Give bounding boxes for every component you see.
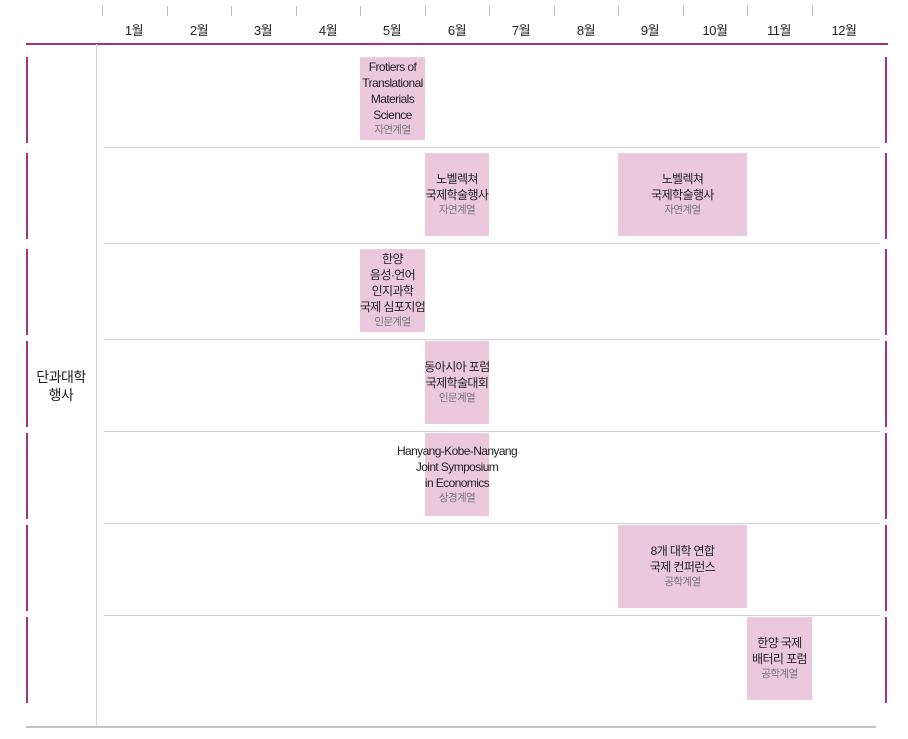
row-edge-left <box>26 341 28 427</box>
row-divider <box>104 147 880 148</box>
month-tick <box>360 6 361 16</box>
month-tick <box>489 6 490 16</box>
row-edge-right <box>885 617 887 703</box>
event-department: 자연계열 <box>664 204 701 216</box>
month-tick <box>554 6 555 16</box>
month-label: 4월 <box>318 23 338 38</box>
event-title: 8개 대학 연합 국제 컨퍼런스 <box>649 544 716 574</box>
category-divider <box>96 44 97 728</box>
event-bar <box>618 525 747 608</box>
row-divider <box>104 431 880 432</box>
event-bar <box>425 153 489 236</box>
row-edge-right <box>885 341 887 427</box>
event-label: Hanyang-Kobe-Nanyang Joint Symposium in … <box>396 443 518 506</box>
row-edge-left <box>26 249 28 335</box>
month-label: 1월 <box>124 23 144 38</box>
row-divider <box>104 523 880 524</box>
event-department: 공학계열 <box>664 576 701 588</box>
month-label: 9월 <box>640 23 660 38</box>
event-department: 자연계열 <box>374 124 411 136</box>
event-title: 노벨렉쳐 국제학술행사 <box>651 172 714 202</box>
month-tick <box>812 6 813 16</box>
month-tick <box>618 6 619 16</box>
row-edge-right <box>885 153 887 239</box>
month-label: 5월 <box>382 23 402 38</box>
header-rule <box>26 43 888 45</box>
row-divider <box>104 243 880 244</box>
event-bar <box>425 341 489 424</box>
month-label: 12월 <box>831 23 857 38</box>
category-label: 단과대학 행사 <box>36 369 86 403</box>
row-divider <box>104 339 880 340</box>
row-edge-left <box>26 153 28 239</box>
row-edge-right <box>885 57 887 143</box>
row-edge-right <box>885 433 887 519</box>
month-tick <box>296 6 297 16</box>
event-title: Frotiers of Translational Materials Scie… <box>362 60 423 122</box>
month-tick <box>231 6 232 16</box>
event-bar <box>360 249 425 332</box>
row-edge-right <box>885 249 887 335</box>
month-label: 3월 <box>253 23 273 38</box>
row-edge-left <box>26 617 28 703</box>
event-department: 인문계열 <box>374 316 411 328</box>
event-bar <box>360 57 425 140</box>
footer-rule <box>26 726 876 728</box>
row-edge-left <box>26 57 28 143</box>
event-title: 동아시아 포럼 국제학술대회 <box>424 360 490 390</box>
month-label: 6월 <box>447 23 467 38</box>
event-bar <box>425 433 489 516</box>
event-bar <box>747 617 812 700</box>
event-department: 공학계열 <box>761 668 798 680</box>
month-tick <box>683 6 684 16</box>
month-tick <box>747 6 748 16</box>
month-label: 11월 <box>767 23 791 38</box>
event-title: 한양 음성·언어 인지과학 국제 심포지엄 <box>359 252 426 314</box>
month-label: 10월 <box>702 23 728 38</box>
month-tick <box>425 6 426 16</box>
month-tick <box>167 6 168 16</box>
month-label: 7월 <box>511 23 531 38</box>
event-department: 상경계열 <box>438 492 476 504</box>
month-label: 2월 <box>189 23 209 38</box>
row-divider <box>104 615 880 616</box>
row-edge-left <box>26 433 28 519</box>
event-department: 자연계열 <box>438 204 476 216</box>
row-edge-left <box>26 525 28 611</box>
row-edge-right <box>885 525 887 611</box>
event-title: 한양 국제 배터리 포럼 <box>752 636 808 666</box>
event-title: Hanyang-Kobe-Nanyang Joint Symposium in … <box>396 444 518 490</box>
month-tick <box>102 6 103 16</box>
event-title: 노벨렉쳐 국제학술행사 <box>425 172 489 202</box>
month-label: 8월 <box>576 23 596 38</box>
event-department: 인문계열 <box>438 392 476 404</box>
event-bar <box>618 153 747 236</box>
event-label: Frotiers of Translational Materials Scie… <box>362 59 423 138</box>
